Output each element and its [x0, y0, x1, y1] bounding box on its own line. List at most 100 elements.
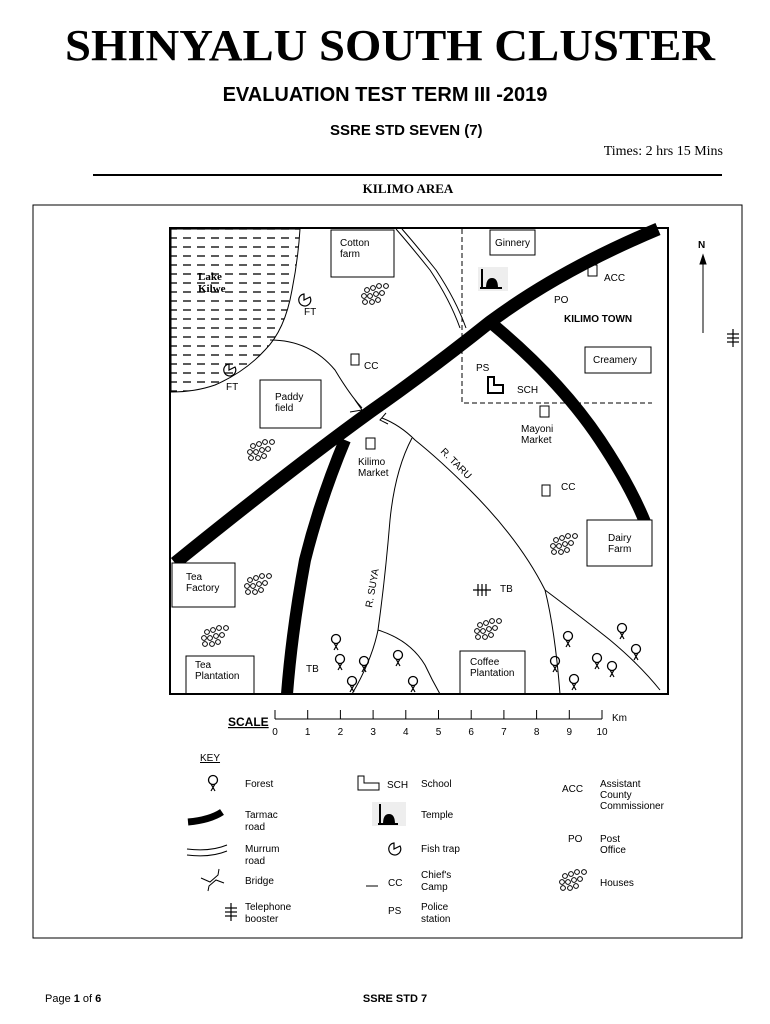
- houses-icon: [244, 573, 272, 595]
- scale-tick-label: 7: [501, 727, 507, 738]
- key-chiefs-camp: Camp: [421, 882, 448, 893]
- key-acc: County: [600, 790, 632, 801]
- acc-label: ACC: [604, 273, 625, 284]
- creamery: [584, 346, 652, 374]
- forest-icon: [330, 633, 342, 651]
- lake-label: Kilwe: [198, 283, 226, 295]
- key-po: Post: [600, 834, 620, 845]
- paper-name: SSRE STD SEVEN (7): [330, 122, 483, 139]
- lake-kilwe: [170, 228, 301, 393]
- key-fishtrap: Fish trap: [421, 844, 460, 855]
- forest-icon: [562, 630, 574, 648]
- dairy-farm: [586, 519, 653, 567]
- key-school-abbr: SCH: [387, 780, 408, 791]
- key-forest: Forest: [245, 779, 274, 790]
- map-border: [169, 227, 669, 695]
- kilimo-market: [365, 437, 376, 450]
- cc-label: CC: [561, 482, 575, 493]
- dairy-label: Dairy: [608, 533, 631, 544]
- key-police: Police: [421, 902, 449, 913]
- key-police: station: [421, 914, 450, 925]
- cotton-farm-label: farm: [340, 249, 360, 260]
- scale-tick-label: 9: [567, 727, 573, 738]
- map: Lake Kilwe FT FT Cotton farm Ginnery: [169, 223, 669, 695]
- tea-plantation-label: Tea: [195, 660, 212, 671]
- scale-tick-label: 3: [370, 727, 376, 738]
- houses-icon: [474, 618, 502, 640]
- ginnery: [489, 229, 536, 256]
- tb-label: TB: [500, 584, 513, 595]
- scale-tick-label: 6: [468, 727, 474, 738]
- bridge-icon: [200, 868, 225, 892]
- key-telephone: booster: [245, 914, 279, 925]
- map-title: KILIMO AREA: [363, 181, 454, 196]
- key-bridge: Bridge: [245, 876, 274, 887]
- page-title: SHINYALU SOUTH CLUSTER: [65, 21, 716, 70]
- creamery-label: Creamery: [593, 355, 637, 366]
- forest-icon: [568, 673, 580, 691]
- river-taru: [381, 417, 561, 695]
- ginnery-label: Ginnery: [495, 238, 530, 249]
- north-label: N: [698, 240, 705, 251]
- fish-trap-label: FT: [304, 307, 316, 318]
- key-po-abbr: PO: [568, 834, 583, 845]
- ps-label: PS: [476, 363, 490, 374]
- key-acc: Commissioner: [600, 801, 665, 812]
- telephone-booster-icon: [224, 902, 238, 922]
- north-arrow-icon: [699, 253, 707, 333]
- key-po: Office: [600, 845, 626, 856]
- forest-icon: [606, 660, 618, 678]
- mayoni-label: Mayoni: [521, 424, 553, 435]
- paddy-field: [259, 379, 322, 429]
- chiefs-camp: [350, 353, 360, 366]
- houses-icon: [550, 533, 578, 555]
- key-telephone: Telephone: [245, 902, 292, 913]
- scale-tick-label: 5: [436, 727, 442, 738]
- key-murrum: road: [245, 856, 265, 867]
- kilimo-market-label: Kilimo: [358, 457, 386, 468]
- tea-plantation: [185, 655, 255, 695]
- forest-icon: [591, 652, 603, 670]
- key-tarmac: road: [245, 822, 265, 833]
- forest-icon: [207, 774, 219, 792]
- school-icon: [357, 775, 380, 791]
- key-title: KEY: [200, 753, 220, 764]
- cc-label: CC: [364, 361, 378, 372]
- key-murrum: Murrum: [245, 844, 279, 855]
- scale-tick-label: 4: [403, 727, 409, 738]
- river-suya: [351, 437, 413, 695]
- tea-factory-label: Tea: [186, 572, 203, 583]
- tarmac-road-icon: [187, 809, 224, 826]
- cotton-farm-label: Cotton: [340, 238, 369, 249]
- telephone-booster-icon: [472, 583, 492, 597]
- paddy-label: field: [275, 403, 293, 414]
- tarmac-road: [486, 317, 651, 525]
- key-acc-abbr: ACC: [562, 784, 583, 795]
- murrum-road: [401, 228, 467, 329]
- tea-plantation-label: Plantation: [195, 671, 239, 682]
- fish-trap-label: FT: [226, 382, 238, 393]
- houses-icon: [559, 869, 587, 891]
- key-tarmac: Tarmac: [245, 810, 278, 821]
- telephone-booster-icon: [726, 328, 740, 348]
- town-label: KILIMO TOWN: [564, 314, 632, 325]
- temple-icon: [372, 802, 406, 826]
- houses-icon: [247, 439, 275, 461]
- school-icon: [487, 376, 504, 394]
- chiefs-camp: [541, 484, 551, 497]
- tea-factory: [171, 562, 236, 608]
- key-temple: Temple: [421, 810, 454, 821]
- houses-icon: [201, 625, 229, 647]
- time-allowed: Times: 2 hrs 15 Mins: [604, 144, 723, 159]
- tb-label: TB: [306, 664, 319, 675]
- scale-tick-label: 8: [534, 727, 540, 738]
- sch-label: SCH: [517, 385, 538, 396]
- dairy-label: Farm: [608, 544, 631, 555]
- river: [269, 339, 363, 409]
- river-suya-label: R. SUYA: [364, 568, 382, 609]
- map-key: KEY Forest Tarmac road Murrum road Bridg…: [186, 753, 665, 925]
- key-ps-abbr: PS: [388, 906, 402, 917]
- map-frame: [32, 204, 743, 939]
